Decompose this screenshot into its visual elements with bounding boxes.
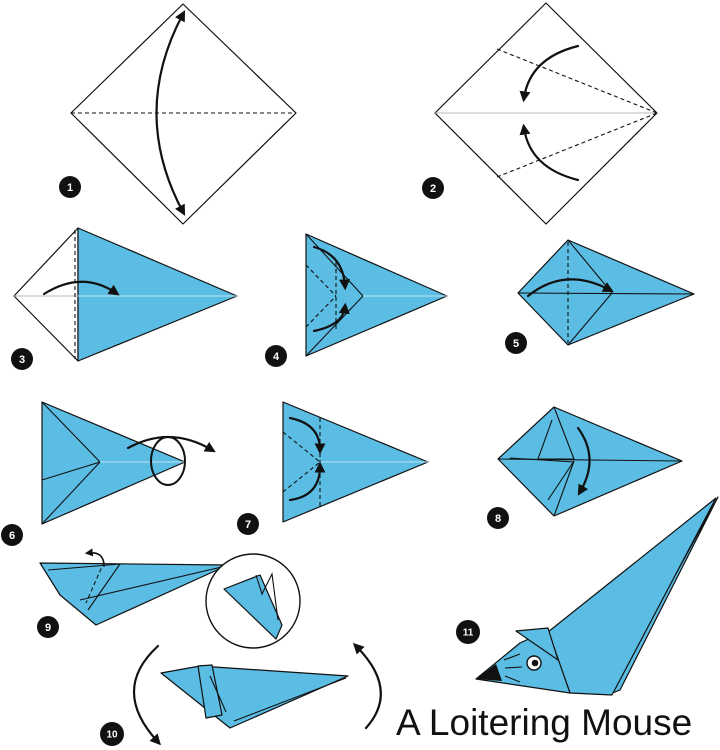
step-4-diagram bbox=[305, 233, 448, 357]
step-6-number: 6 bbox=[9, 530, 15, 542]
step-9-detail-flap bbox=[223, 574, 283, 640]
step-9-fold-arrow bbox=[84, 548, 105, 567]
step-1-fold-arrow bbox=[155, 10, 186, 216]
step-10-layer-line bbox=[233, 677, 347, 722]
step-11-number: 11 bbox=[463, 628, 474, 639]
step-8-number: 8 bbox=[495, 513, 501, 525]
step-4-fold-line-top bbox=[305, 264, 337, 297]
step-5-diagram bbox=[517, 239, 695, 346]
step-4-badge: 4 bbox=[265, 345, 287, 367]
step-6-badge: 6 bbox=[1, 524, 23, 546]
step-5-badge: 5 bbox=[505, 332, 527, 354]
step-5-number: 5 bbox=[513, 338, 519, 350]
step-11-eye-pupil bbox=[531, 659, 539, 667]
step-11-diagram bbox=[475, 496, 719, 696]
step-7-fold-line-bottom bbox=[282, 461, 321, 493]
step-11-whiskers bbox=[503, 653, 523, 683]
step-7-fold-arrow-top bbox=[288, 416, 326, 455]
step-2-fold-arrow-top bbox=[519, 44, 580, 103]
step-9-layer-lines bbox=[47, 563, 122, 611]
step-10-turn-arrow-right bbox=[352, 642, 382, 730]
step-2-badge: 2 bbox=[422, 177, 444, 199]
step-3-blue-flap bbox=[77, 227, 238, 362]
step-8-fold-arrow bbox=[576, 426, 591, 496]
step-4-fold-line-bottom bbox=[305, 295, 337, 328]
step-4-fold-arrow-top bbox=[312, 245, 351, 291]
step-3-number: 3 bbox=[19, 354, 25, 366]
step-6-diagram bbox=[41, 401, 216, 525]
step-9-diagram bbox=[39, 548, 301, 649]
step-9-layer-line-b bbox=[79, 565, 227, 601]
step-9-number: 9 bbox=[45, 622, 51, 634]
step-5-fold-arrow bbox=[526, 278, 614, 298]
step-6-rotate-arrow bbox=[126, 435, 216, 453]
step-1-square-paper bbox=[70, 3, 297, 225]
step-4-fold-arrow-bottom bbox=[312, 302, 350, 333]
step-2-fold-line-bottom bbox=[496, 112, 658, 178]
step-2-diagram bbox=[434, 2, 658, 225]
step-4-number: 4 bbox=[273, 351, 280, 363]
step-3-badge: 3 bbox=[11, 348, 33, 370]
step-10-ear-flap bbox=[197, 664, 223, 719]
step-3-fold-arrow bbox=[42, 280, 120, 296]
step-10-diagram bbox=[132, 642, 382, 746]
step-4-blue-kite bbox=[305, 233, 448, 357]
step-11-mouse-ear bbox=[515, 627, 559, 661]
step-6-edge-bottom bbox=[41, 461, 101, 525]
step-11-nose bbox=[476, 664, 502, 681]
step-8-pleat-lines-top bbox=[537, 406, 575, 460]
step-3-diagram bbox=[13, 227, 238, 362]
step-6-blue-shape bbox=[41, 401, 186, 525]
step-9-detail-lines bbox=[255, 572, 279, 621]
step-8-badge: 8 bbox=[487, 507, 509, 529]
step-5-blue-shape bbox=[517, 239, 695, 346]
step-8-pleat-line-a bbox=[509, 457, 575, 463]
step-1-number: 1 bbox=[67, 182, 73, 194]
step-4-edge-top bbox=[305, 233, 364, 297]
step-6-edge-top bbox=[41, 401, 101, 463]
step-9-fold-line bbox=[85, 561, 105, 604]
step-5-center-line bbox=[517, 292, 695, 295]
step-2-number: 2 bbox=[430, 183, 436, 195]
step-9-blue-body bbox=[39, 562, 229, 626]
step-10-badge: 10 bbox=[100, 722, 124, 746]
step-4-edge-bottom bbox=[305, 295, 364, 357]
step-7-number: 7 bbox=[245, 519, 251, 531]
step-7-badge: 7 bbox=[237, 513, 259, 535]
step-10-number: 10 bbox=[106, 730, 118, 741]
step-1-diagram bbox=[70, 3, 297, 225]
step-10-blue-body bbox=[160, 665, 349, 729]
step-2-fold-arrow-bottom bbox=[519, 123, 580, 182]
step-9-badge: 9 bbox=[37, 616, 59, 638]
step-8-pleat-lines-bottom bbox=[547, 460, 575, 517]
step-5-edge-bottom bbox=[567, 292, 613, 346]
step-8-diagram bbox=[497, 406, 683, 517]
step-1-badge: 1 bbox=[59, 176, 81, 198]
step-6-flap-line bbox=[41, 461, 101, 481]
step-2-fold-line-top bbox=[496, 48, 658, 114]
step-7-fold-arrow-bottom bbox=[288, 461, 326, 502]
step-10-turn-arrow-left bbox=[132, 644, 161, 746]
step-3-paper-back bbox=[13, 227, 79, 362]
diagram-title: A Loitering Mouse bbox=[396, 702, 693, 743]
step-10-layer-line-b bbox=[209, 675, 227, 713]
step-11-badge: 11 bbox=[456, 620, 480, 644]
step-7-fold-line-top bbox=[282, 431, 321, 463]
step-7-diagram bbox=[282, 401, 429, 523]
